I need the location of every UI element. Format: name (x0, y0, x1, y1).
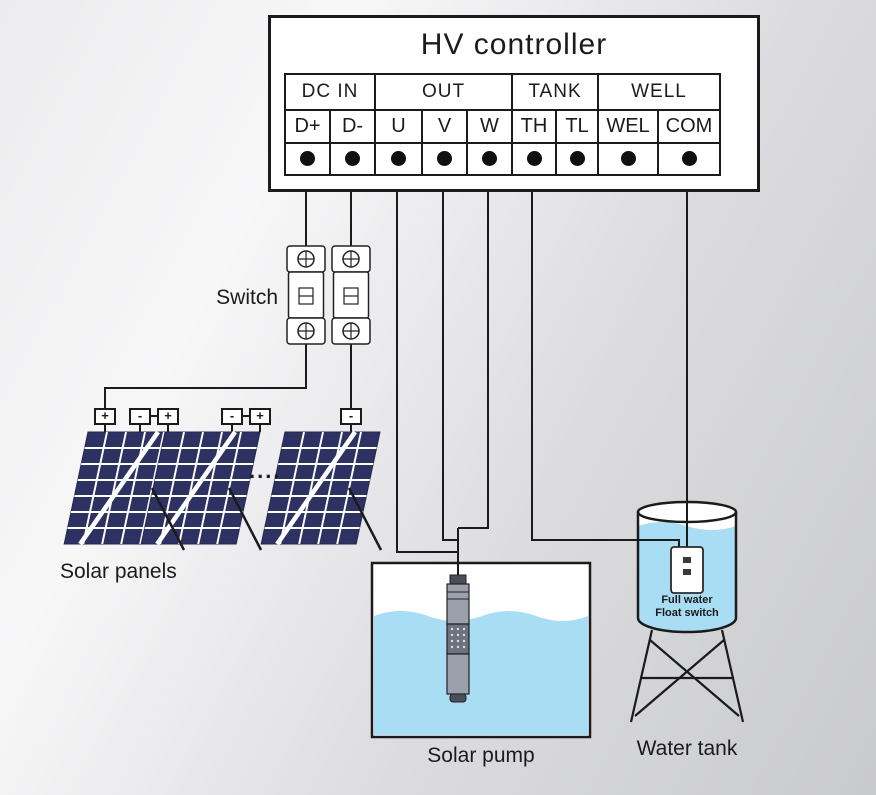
wire-w (458, 192, 489, 529)
panel-terminal-stubs (104, 425, 352, 432)
panel-terminal-minus: - (340, 408, 362, 425)
terminal-post-dplus (284, 142, 331, 176)
terminal-dot-icon (526, 151, 542, 167)
float-switch-mark-2 (683, 569, 691, 575)
pump-top-cap (449, 574, 467, 585)
terminal-dot-icon (620, 151, 636, 167)
tank-outlines (370, 500, 738, 739)
pump-body-bands (447, 591, 469, 600)
wires (104, 192, 688, 575)
terminal-wel: WEL (597, 109, 659, 144)
terminal-post-dminus (329, 142, 376, 176)
terminal-v: V (421, 109, 468, 144)
hv-controller-box: HV controller DC IN OUT TANK WELL D+ D- … (268, 15, 760, 192)
terminal-dminus: D- (329, 109, 376, 144)
terminal-dot-icon (391, 151, 406, 167)
panel-terminal-plus: + (157, 408, 179, 425)
panel-leg-3 (347, 487, 383, 551)
wire-u (396, 192, 458, 553)
more-panels-ellipsis: .... (249, 458, 282, 483)
terminal-post-w (466, 142, 513, 176)
panel-terminal-plus: + (249, 408, 271, 425)
water-tank-bottom-outline (636, 617, 738, 634)
pump-lower-body (446, 653, 470, 695)
terminal-dot-icon (482, 151, 497, 167)
terminal-th: TH (511, 109, 557, 144)
panel-legs (150, 487, 383, 551)
terminal-w: W (466, 109, 513, 144)
panel-terminal-minus: - (221, 408, 243, 425)
terminal-post-v (421, 142, 468, 176)
controller-title: HV controller (420, 28, 608, 61)
terminal-group-well: WELL (597, 73, 721, 111)
solar-pump-tank (372, 563, 590, 737)
tower-right-leg (720, 629, 745, 723)
pump-bottom-cap (449, 693, 467, 703)
float-switch-caption: Full water Float switch (637, 594, 737, 620)
float-switch-caption-line2: Float switch (655, 607, 719, 619)
terminal-table: DC IN OUT TANK WELL D+ D- U V W TH TL WE… (284, 73, 721, 176)
pump-tank-water (374, 611, 588, 735)
wire-th (531, 192, 680, 547)
solar-panel-3-icon (260, 430, 381, 546)
terminal-group-tank: TANK (511, 73, 599, 111)
water-tank-tower (629, 629, 745, 723)
terminal-u: U (374, 109, 423, 144)
submersible-pump-icon (446, 574, 470, 703)
float-switch-icon (670, 546, 704, 594)
water-tank-label: Water tank (636, 737, 738, 760)
panel-leg-2 (227, 487, 263, 551)
solar-pump-label: Solar pump (427, 744, 535, 767)
solar-panels-label: Solar panels (60, 560, 177, 583)
panel-leg-1 (150, 487, 186, 551)
pump-upper-body (446, 583, 470, 625)
terminal-post-wel (597, 142, 659, 176)
float-switch-mark-1 (683, 557, 691, 563)
pump-tank-outline (370, 561, 592, 739)
panel-terminal-minus: - (129, 408, 151, 425)
terminal-group-out: OUT (374, 73, 513, 111)
terminal-post-u (374, 142, 423, 176)
pump-screen-holes (450, 627, 466, 649)
terminal-com: COM (657, 109, 721, 144)
panel-terminal-plus: + (94, 408, 116, 425)
float-switch-caption-line1: Full water (661, 594, 713, 606)
dc-breaker-switch-icon (286, 245, 371, 345)
switch-label: Switch (216, 286, 278, 309)
terminal-dplus: D+ (284, 109, 331, 144)
terminal-dot-icon (300, 151, 315, 167)
terminal-tl: TL (555, 109, 599, 144)
terminal-dot-icon (345, 151, 360, 167)
tower-left-leg (629, 629, 654, 723)
terminal-post-com (657, 142, 721, 176)
terminal-dot-icon (681, 151, 697, 167)
wire-v (442, 192, 458, 541)
terminal-group-dc-in: DC IN (284, 73, 376, 111)
terminal-dot-icon (437, 151, 452, 167)
water-tank-walls (636, 512, 738, 618)
terminal-post-tl (555, 142, 599, 176)
terminal-post-th (511, 142, 557, 176)
wire-pv-left (104, 344, 307, 408)
terminal-dot-icon (569, 151, 585, 167)
